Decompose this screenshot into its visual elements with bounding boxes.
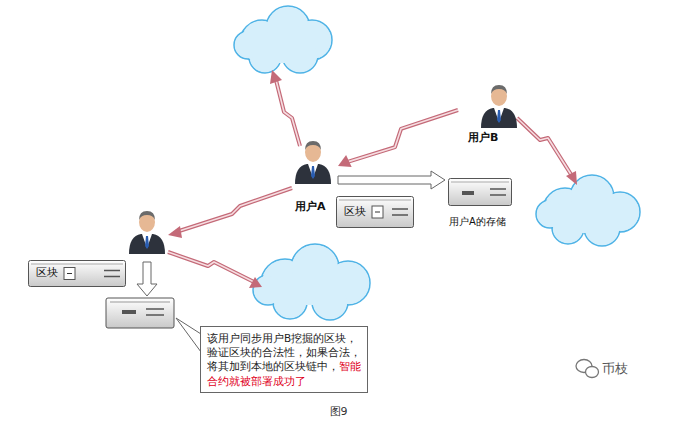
storage-server: 用户A的存储	[445, 175, 517, 233]
user-label: 用户B	[468, 130, 498, 145]
user-node: 用户B	[458, 82, 520, 147]
wechat-icon	[576, 360, 599, 378]
network-link	[168, 80, 572, 282]
figure-caption: 图9	[0, 404, 677, 419]
node-art	[448, 178, 512, 206]
server	[106, 298, 174, 328]
user-label: 用户A	[295, 199, 326, 214]
connector	[338, 110, 458, 167]
node-art	[293, 138, 333, 184]
cloud	[234, 6, 332, 73]
connector	[338, 171, 445, 189]
hollow-arrow	[137, 262, 157, 296]
user-icon	[293, 138, 333, 184]
node-art	[479, 82, 519, 128]
server-label: 区块	[36, 265, 58, 280]
callout-box: 该用户同步用户B挖掘的区块，验证区块的合法性，如果合法，将其加到本地的区块链中，…	[200, 326, 368, 393]
callout-text: 该用户同步用户B挖掘的区块，验证区块的合法性，如果合法，将其加到本地的区块链中，…	[207, 331, 361, 388]
user-icon	[129, 211, 165, 254]
user-icon	[479, 82, 519, 128]
block-server: 区块	[336, 196, 414, 228]
user-node: 用户A	[286, 138, 338, 216]
arrowhead	[168, 70, 577, 288]
cloud	[253, 244, 370, 320]
cloud	[536, 175, 640, 246]
callout-text: 该用户同步用户B挖掘的区块，验证区块的合法性，如果合法，将其加到本地的区块链中，	[207, 332, 361, 372]
callout-pointer	[176, 318, 201, 352]
watermark: 币枝	[602, 360, 628, 378]
server-label: 用户A的存储	[449, 215, 506, 229]
server-label: 区块	[344, 204, 366, 219]
server-shape	[448, 178, 512, 206]
block-server: 区块	[28, 260, 126, 287]
